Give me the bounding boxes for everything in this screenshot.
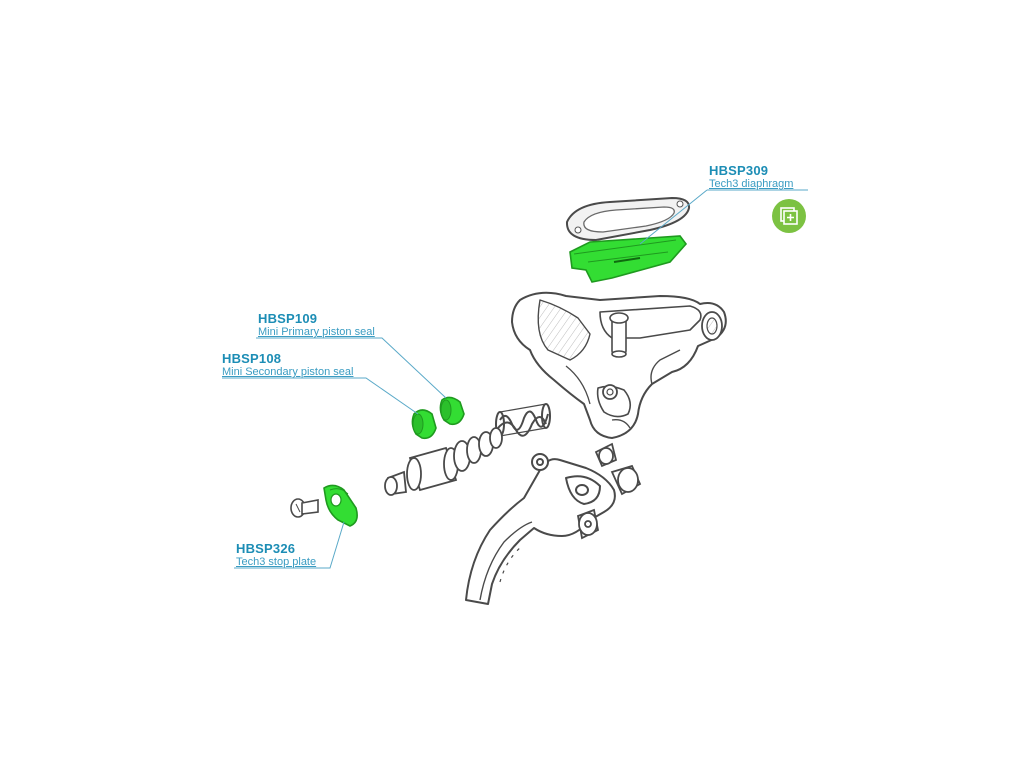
primary-piston-seal-highlight [439,396,465,426]
label-hbsp109: HBSP109 Mini Primary piston seal [258,311,375,338]
part-code: HBSP309 [709,163,769,178]
label-hbsp326: HBSP326 Tech3 stop plate [236,541,316,568]
zoom-badge-button[interactable] [771,198,807,234]
leader-hbsp108 [222,377,419,415]
lever-pin [609,312,629,358]
stop-plate-screw [290,498,319,518]
part-description: Mini Primary piston seal [258,326,375,338]
leader-lines [222,189,808,569]
stop-plate-highlight [323,484,358,527]
leader-hbsp309 [639,189,808,245]
part-code: HBSP108 [222,351,282,366]
secondary-piston-seal-highlight [411,409,437,440]
adjuster-knobs [576,442,642,540]
zoom-plus-icon [772,199,806,233]
lever-body [511,291,727,439]
return-spring [495,403,551,437]
part-description: Mini Secondary piston seal [222,366,354,378]
part-code: HBSP326 [236,541,296,556]
label-hbsp108: HBSP108 Mini Secondary piston seal [222,351,353,378]
leader-hbsp326 [234,521,345,569]
part-description: Tech3 stop plate [236,556,317,568]
piston-assembly [384,427,503,496]
label-hbsp309: HBSP309 Tech3 diaphragm [709,163,793,190]
reservoir-lid [565,196,691,242]
lever-blade [465,453,616,605]
diaphragm-highlight [569,235,688,283]
part-description: Tech3 diaphragm [709,178,794,190]
leader-hbsp109 [256,337,447,399]
part-code: HBSP109 [258,311,318,326]
